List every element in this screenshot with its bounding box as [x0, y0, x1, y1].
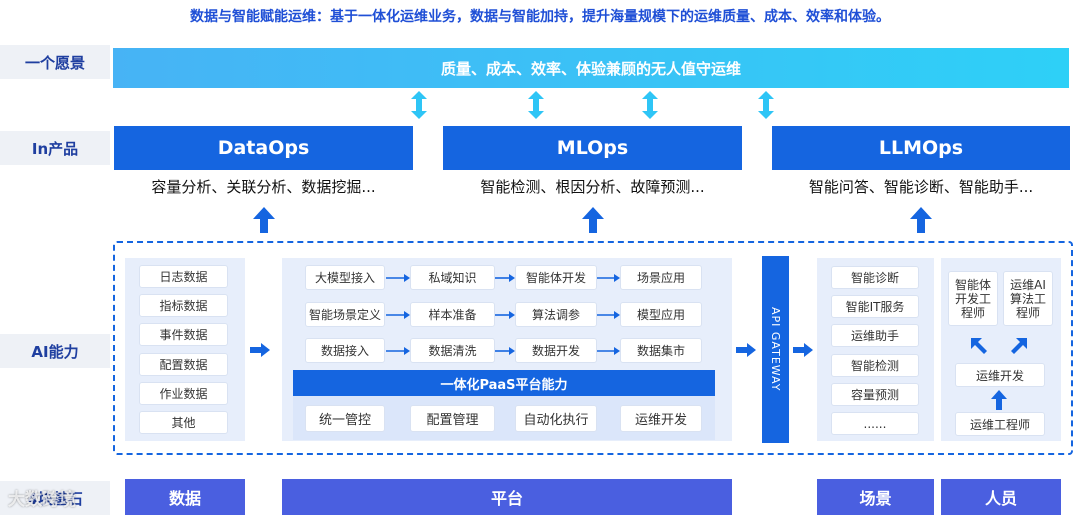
ai-capability-frame	[113, 241, 1073, 455]
scene-item: 运维助手	[831, 324, 919, 347]
flow-node: 场景应用	[620, 265, 702, 290]
data-item: 作业数据	[139, 382, 228, 405]
flow-node: 私域知识	[410, 265, 495, 290]
diag-arrow-icon	[971, 338, 987, 354]
right-arrow-icon	[793, 343, 813, 357]
scene-item: 智能诊断	[831, 266, 919, 289]
scene-item: 智能IT服务	[831, 295, 919, 318]
data-item: 其他	[139, 411, 228, 434]
product-llmops-desc: 智能问答、智能诊断、智能助手...	[808, 177, 1034, 196]
flow-arrow-icon	[495, 311, 515, 319]
paas-item: 运维开发	[620, 405, 702, 432]
paas-item: 自动化执行	[515, 405, 597, 432]
scene-item: 智能检测	[831, 354, 919, 377]
base-platform: 平台	[282, 479, 732, 515]
page-headline: 数据与智能赋能运维：基于一体化运维业务，数据与智能加持，提升海量规模下的运维质量…	[190, 9, 890, 25]
flow-node: 数据清洗	[410, 338, 495, 363]
scene-item: ......	[831, 412, 919, 435]
double-arrow-icon	[411, 91, 427, 119]
up-arrow-icon	[253, 207, 275, 233]
flow-arrow-icon	[386, 347, 410, 355]
row-label-product: In产品	[0, 131, 110, 165]
row-label-base: 4块基石	[0, 481, 110, 515]
up-arrow-icon	[991, 390, 1007, 410]
data-item: 配置数据	[139, 353, 228, 376]
row-label-ai: AI能力	[0, 334, 110, 368]
watermark: 大数跨境	[8, 490, 76, 510]
role-ops-eng: 运维工程师	[955, 412, 1045, 436]
role-agent-dev: 智能体开发工程师	[948, 271, 998, 326]
product-llmops: LLMOps	[772, 126, 1070, 170]
flow-arrow-icon	[597, 311, 620, 319]
right-arrow-icon	[250, 343, 270, 357]
flow-node: 大模型接入	[305, 265, 385, 290]
role-ai-algo: 运维AI算法工程师	[1003, 271, 1053, 326]
up-arrow-icon	[582, 207, 604, 233]
paas-item: 统一管控	[305, 405, 385, 432]
double-arrow-icon	[528, 91, 544, 119]
product-mlops: MLOps	[443, 126, 742, 170]
base-data: 数据	[125, 479, 245, 515]
data-panel	[125, 258, 245, 441]
flow-node: 智能体开发	[515, 265, 597, 290]
data-item: 指标数据	[139, 294, 228, 317]
row-label-vision: 一个愿景	[0, 45, 110, 79]
vision-bar: 质量、成本、效率、体验兼顾的无人值守运维	[113, 48, 1069, 88]
flow-arrow-icon	[495, 274, 515, 282]
flow-arrow-icon	[597, 274, 620, 282]
base-scene: 场景	[817, 479, 934, 515]
flow-arrow-icon	[386, 274, 410, 282]
flow-node: 样本准备	[410, 302, 495, 327]
product-dataops: DataOps	[114, 126, 413, 170]
flow-node: 模型应用	[620, 302, 702, 327]
paas-title: 一体化PaaS平台能力	[293, 370, 715, 396]
paas-item: 配置管理	[410, 405, 495, 432]
flow-arrow-icon	[495, 347, 515, 355]
flow-node: 智能场景定义	[305, 302, 385, 327]
double-arrow-icon	[758, 91, 774, 119]
api-gateway: API GATEWAY	[762, 256, 789, 443]
flow-arrow-icon	[386, 311, 410, 319]
data-item: 日志数据	[139, 265, 228, 288]
role-ops-dev: 运维开发	[955, 363, 1045, 387]
flow-node: 数据开发	[515, 338, 597, 363]
data-item: 事件数据	[139, 323, 228, 346]
up-arrow-icon	[910, 207, 932, 233]
diag-arrow-icon	[1011, 338, 1027, 354]
double-arrow-icon	[642, 91, 658, 119]
base-people: 人员	[941, 479, 1061, 515]
right-arrow-icon	[736, 343, 756, 357]
flow-node: 数据集市	[620, 338, 702, 363]
product-mlops-desc: 智能检测、根因分析、故障预测...	[480, 177, 705, 196]
scene-item: 容量预测	[831, 383, 919, 406]
flow-arrow-icon	[597, 347, 620, 355]
flow-node: 算法调参	[515, 302, 597, 327]
product-dataops-desc: 容量分析、关联分析、数据挖掘...	[151, 177, 376, 196]
flow-node: 数据接入	[305, 338, 385, 363]
